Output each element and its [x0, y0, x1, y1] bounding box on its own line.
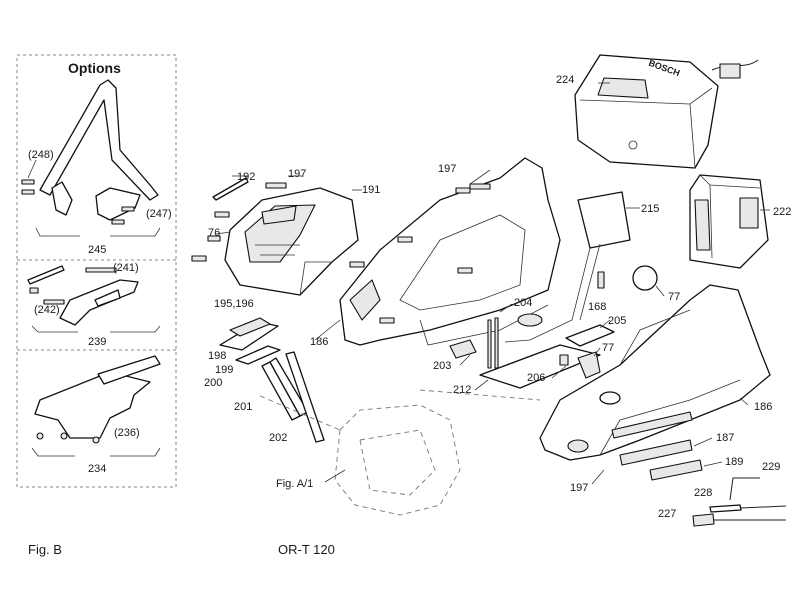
reference-machine-ghost [259, 389, 541, 516]
strap-guide-option [27, 265, 161, 333]
strips-part [619, 439, 703, 481]
board-part [504, 191, 631, 343]
part-label-199: 199 [215, 364, 234, 376]
options-title: Options [68, 60, 121, 76]
front-cover-part [224, 187, 359, 296]
part-label-187: 187 [716, 432, 735, 444]
part-label-197-left: 197 [288, 168, 307, 180]
part-label-242: (242) [34, 304, 60, 316]
figure-reference-label: Fig. A/1 [276, 478, 314, 490]
charger-part [574, 54, 759, 169]
part-label-77-right: 77 [668, 291, 681, 303]
part-label-191: 191 [362, 184, 381, 196]
part-label-198: 198 [208, 350, 227, 362]
part-label-227: 227 [658, 508, 677, 520]
screws-cover [191, 177, 287, 262]
part-label-228: 228 [694, 487, 713, 499]
part-label-195-196: 195,196 [214, 298, 254, 310]
handle-bar-option [21, 79, 161, 237]
springs [261, 351, 325, 443]
part-label-204: 204 [514, 297, 533, 309]
part-label-201: 201 [234, 401, 253, 413]
small-parts [559, 265, 658, 379]
part-label-77-mid: 77 [602, 342, 615, 354]
battery-part [689, 174, 769, 269]
base-plate-option [31, 355, 161, 457]
part-label-245: 245 [88, 244, 107, 256]
part-label-186-right: 186 [754, 401, 773, 413]
part-label-239: 239 [88, 336, 107, 348]
part-label-247: (247) [146, 208, 172, 220]
part-label-206: 206 [527, 372, 546, 384]
part-label-241: (241) [113, 262, 139, 274]
part-label-197-bottom: 197 [570, 482, 589, 494]
part-label-200: 200 [204, 377, 223, 389]
part-label-236: (236) [114, 427, 140, 439]
part-label-168: 168 [588, 301, 607, 313]
screw-197-top [469, 183, 491, 190]
holder-parts [219, 317, 281, 365]
housing-left-part [339, 157, 561, 346]
housing-right-part [539, 284, 771, 461]
part-label-202: 202 [269, 432, 288, 444]
leader-lines [215, 82, 770, 485]
part-label-248: (248) [28, 149, 54, 161]
part-label-192: 192 [237, 171, 256, 183]
tools [692, 477, 787, 527]
part-label-197-top: 197 [438, 163, 457, 175]
base-board-part [449, 313, 601, 389]
part-label-215: 215 [641, 203, 660, 215]
part-label-189: 189 [725, 456, 744, 468]
part-label-186-left: 186 [310, 336, 329, 348]
part-label-229: 229 [762, 461, 781, 473]
part-label-224: 224 [556, 74, 575, 86]
part-label-203: 203 [433, 360, 452, 372]
part-label-222: 222 [773, 206, 792, 218]
display-part [565, 324, 615, 347]
part-label-205: 205 [608, 315, 627, 327]
model-caption: OR-T 120 [278, 542, 335, 557]
part-label-76: 76 [208, 227, 221, 239]
part-label-234: 234 [88, 463, 107, 475]
part-label-212: 212 [453, 384, 472, 396]
figure-caption: Fig. B [28, 542, 62, 557]
options-panel [16, 54, 177, 488]
